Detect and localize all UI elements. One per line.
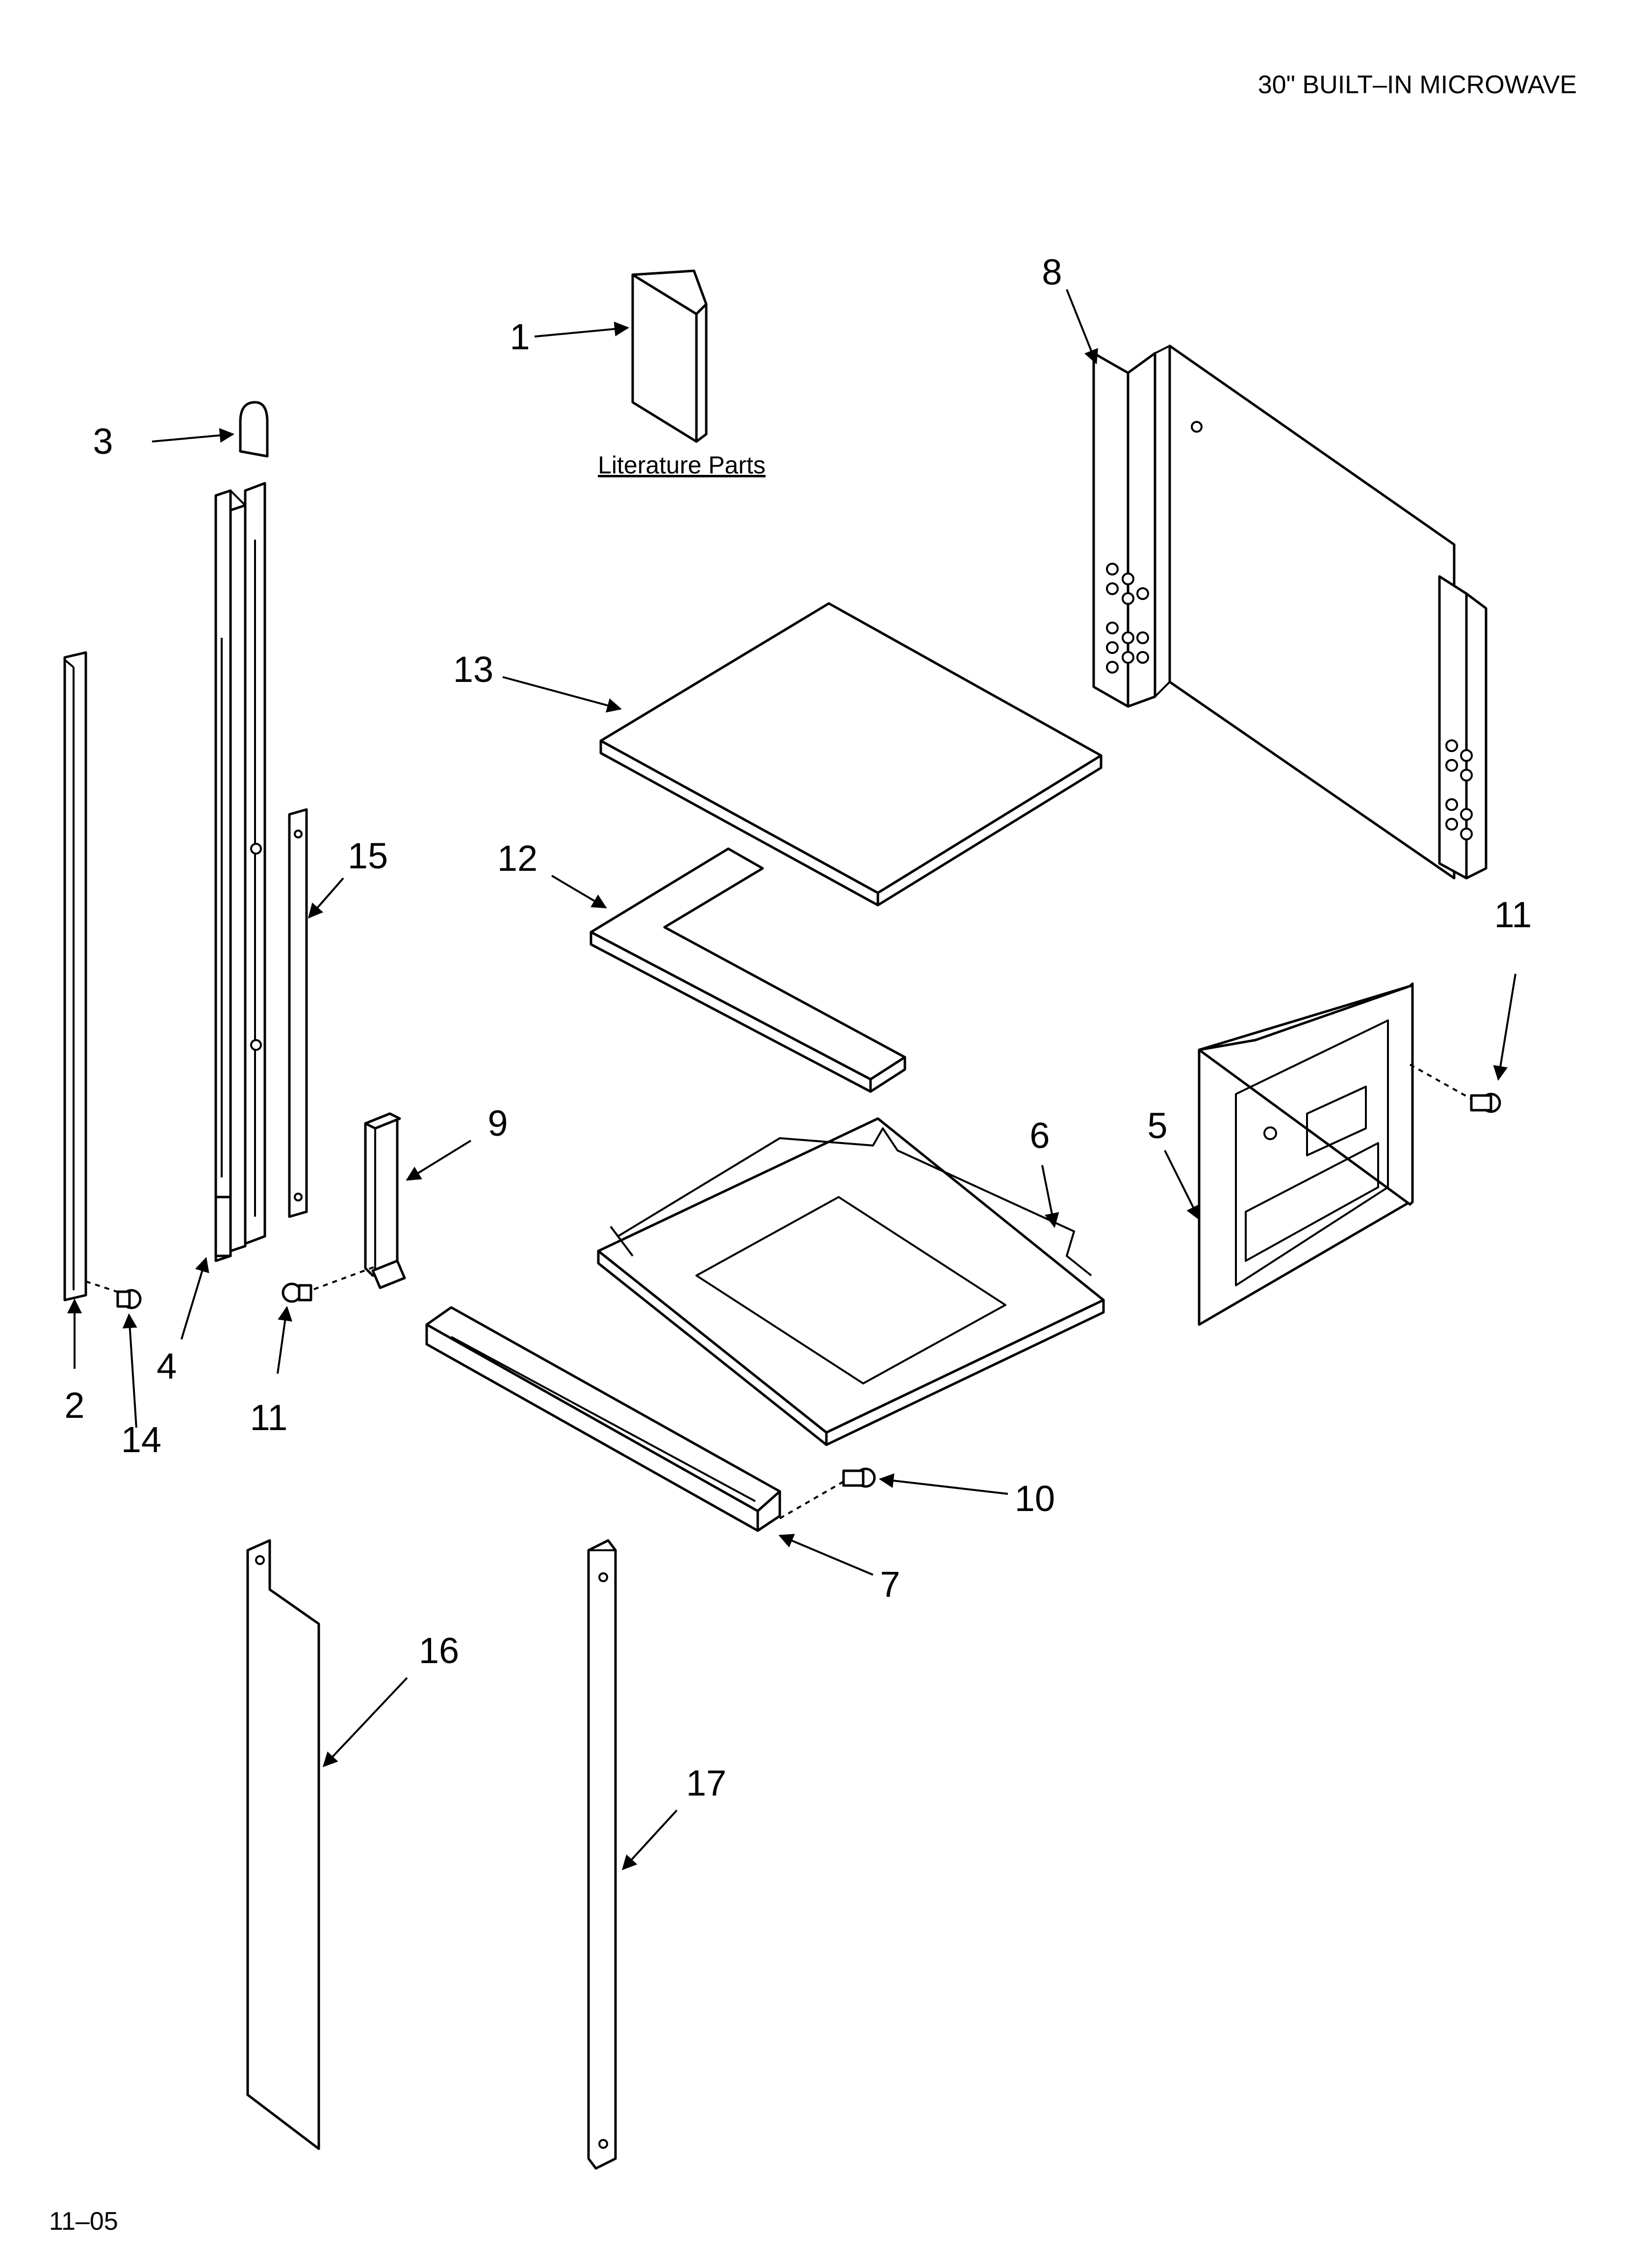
literature-parts-label: Literature Parts xyxy=(598,451,766,479)
screw-11-right xyxy=(1470,1093,1501,1113)
part-3-end-cap xyxy=(239,401,269,458)
callout-3: 3 xyxy=(93,421,113,462)
callout-12: 12 xyxy=(497,838,538,879)
part-4-side-bracket xyxy=(214,482,266,1262)
vent-holes-left xyxy=(1106,563,1149,674)
date-code: 11–05 xyxy=(49,2207,118,2236)
callout-11-right: 11 xyxy=(1494,894,1532,935)
callout-6: 6 xyxy=(1029,1115,1050,1156)
callout-15: 15 xyxy=(348,835,388,876)
part-5-side-panel xyxy=(1198,982,1414,1326)
leader-lines xyxy=(67,289,1516,1871)
screw-11-left xyxy=(282,1282,312,1303)
part-1-literature xyxy=(631,269,708,443)
part-7-front-grille xyxy=(425,1306,781,1532)
callout-numbers: 1 3 2 4 14 11 13 12 15 9 6 5 8 11 10 7 1… xyxy=(64,252,1532,1803)
callout-9: 9 xyxy=(487,1103,508,1144)
callout-5: 5 xyxy=(1147,1105,1167,1146)
part-16-tall-panel xyxy=(246,1539,320,2150)
part-6-bottom-tray xyxy=(597,1117,1105,1446)
screw-14 xyxy=(116,1289,142,1309)
callout-1: 1 xyxy=(510,316,530,357)
callout-16: 16 xyxy=(419,1630,459,1671)
part-13-top-panel xyxy=(599,602,1103,907)
callout-10: 10 xyxy=(1015,1478,1055,1519)
part-8-back-panel xyxy=(1092,344,1488,880)
callout-7: 7 xyxy=(880,1564,900,1605)
page-header: 30" BUILT–IN MICROWAVE xyxy=(1258,71,1577,99)
part-12-l-bracket xyxy=(590,847,906,1093)
callout-13: 13 xyxy=(453,649,493,690)
part-17-strip xyxy=(587,1539,617,2170)
callout-8: 8 xyxy=(1042,252,1062,292)
part-15-strip xyxy=(288,808,308,1218)
callout-11-left: 11 xyxy=(250,1397,288,1438)
screw-10 xyxy=(842,1467,876,1488)
callout-14: 14 xyxy=(121,1419,161,1460)
callout-4: 4 xyxy=(156,1346,177,1386)
vent-holes-right xyxy=(1445,739,1473,840)
callout-17: 17 xyxy=(686,1763,726,1803)
part-9-bracket xyxy=(364,1112,406,1289)
part-2-side-trim xyxy=(63,651,87,1302)
callout-2: 2 xyxy=(64,1385,84,1426)
